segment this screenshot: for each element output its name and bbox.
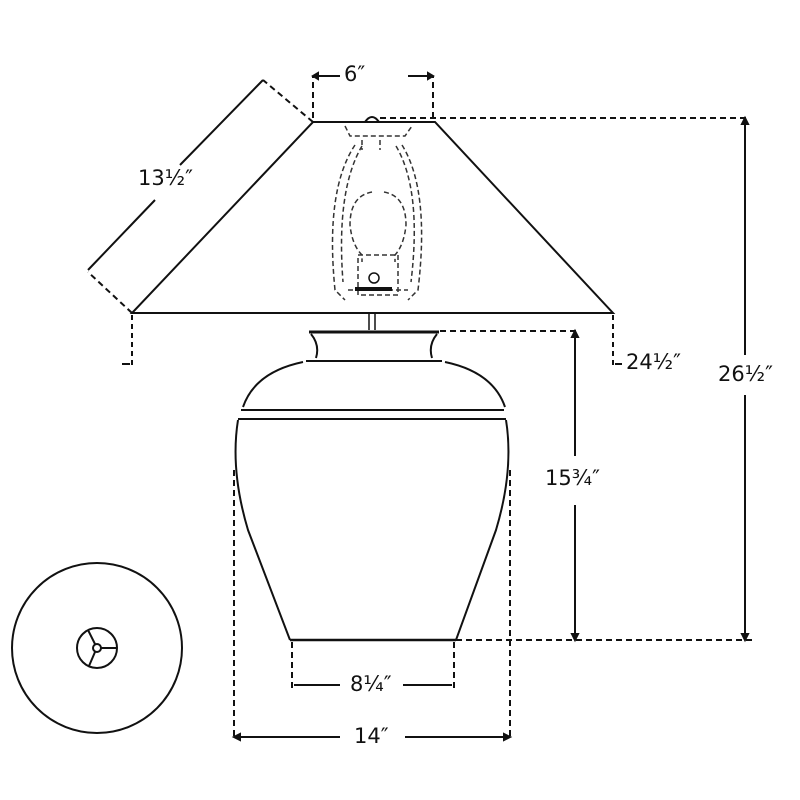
lamp-shade bbox=[129, 121, 616, 314]
lamp-base bbox=[234, 330, 510, 642]
dim-base-max-width: 14″ bbox=[354, 724, 389, 748]
dim-overall-height: 26½″ bbox=[718, 362, 773, 386]
dim-shade-top-width: 6″ bbox=[344, 62, 366, 86]
top-view-base bbox=[11, 562, 183, 734]
dim-shade-slant: 13½″ bbox=[138, 166, 193, 190]
dim-shade-bottom-height: 24½″ bbox=[626, 350, 681, 374]
dim-base-height: 15¾″ bbox=[545, 466, 600, 490]
finial bbox=[364, 116, 380, 123]
dim-base-foot-width: 8¼″ bbox=[350, 672, 392, 696]
